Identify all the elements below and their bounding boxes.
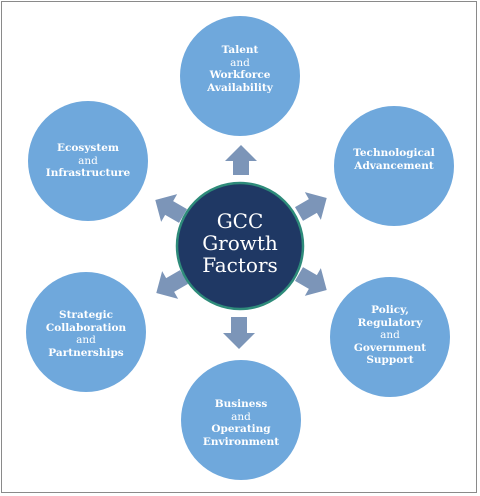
node-line: Collaboration bbox=[45, 321, 127, 334]
arrow-to-technological bbox=[295, 192, 327, 221]
node-line: Business bbox=[214, 398, 268, 410]
node-strategic-circle bbox=[26, 272, 146, 392]
node-talent-circle bbox=[180, 16, 300, 136]
center-label: GCC Growth Factors bbox=[182, 210, 298, 276]
node-strategic-label: Strategic Collaboration and Partnerships bbox=[21, 309, 151, 359]
arrow-to-strategic bbox=[156, 270, 188, 299]
center-circle bbox=[175, 181, 305, 311]
node-line: and bbox=[76, 334, 96, 346]
node-talent-label: Talent and Workforce Availability bbox=[175, 44, 305, 94]
node-policy-circle bbox=[330, 277, 450, 397]
node-ecosystem-circle bbox=[28, 101, 148, 221]
node-line: Regulatory bbox=[357, 316, 423, 329]
center-line: Growth bbox=[202, 231, 278, 255]
node-line: Government bbox=[353, 341, 427, 354]
node-line: Availability bbox=[207, 81, 273, 94]
node-line: Workforce bbox=[209, 69, 271, 81]
node-business-circle bbox=[181, 360, 301, 480]
node-line: and bbox=[230, 56, 250, 69]
node-technological-label: Technological Advancement bbox=[329, 147, 459, 172]
node-line: Technological bbox=[353, 147, 435, 159]
node-line: Support bbox=[366, 354, 414, 366]
center-line: Factors bbox=[202, 253, 278, 277]
node-line: and bbox=[231, 410, 251, 423]
node-line: Environment bbox=[202, 435, 280, 448]
arrow-to-policy bbox=[295, 267, 327, 296]
node-business-label: Business and Operating Environment bbox=[176, 398, 306, 448]
node-line: Partnerships bbox=[48, 346, 124, 359]
node-line: Operating bbox=[211, 423, 271, 435]
node-line: Policy, bbox=[371, 304, 409, 316]
center-line: GCC bbox=[216, 209, 264, 233]
node-line: Ecosystem bbox=[57, 142, 119, 154]
node-line: Talent bbox=[221, 44, 259, 56]
arrow-to-ecosystem bbox=[155, 194, 187, 223]
node-line: Advancement bbox=[354, 159, 434, 172]
node-technological-circle bbox=[334, 106, 454, 226]
node-line: Strategic bbox=[58, 309, 114, 321]
node-ecosystem-label: Ecosystem and Infrastructure bbox=[23, 142, 153, 180]
node-policy-label: Policy, Regulatory and Government Suppor… bbox=[325, 304, 455, 367]
node-line: and bbox=[78, 154, 98, 167]
arrow-to-talent bbox=[225, 145, 257, 175]
node-line: and bbox=[380, 329, 400, 341]
arrow-to-business bbox=[223, 317, 255, 349]
node-line: Infrastructure bbox=[45, 167, 131, 179]
